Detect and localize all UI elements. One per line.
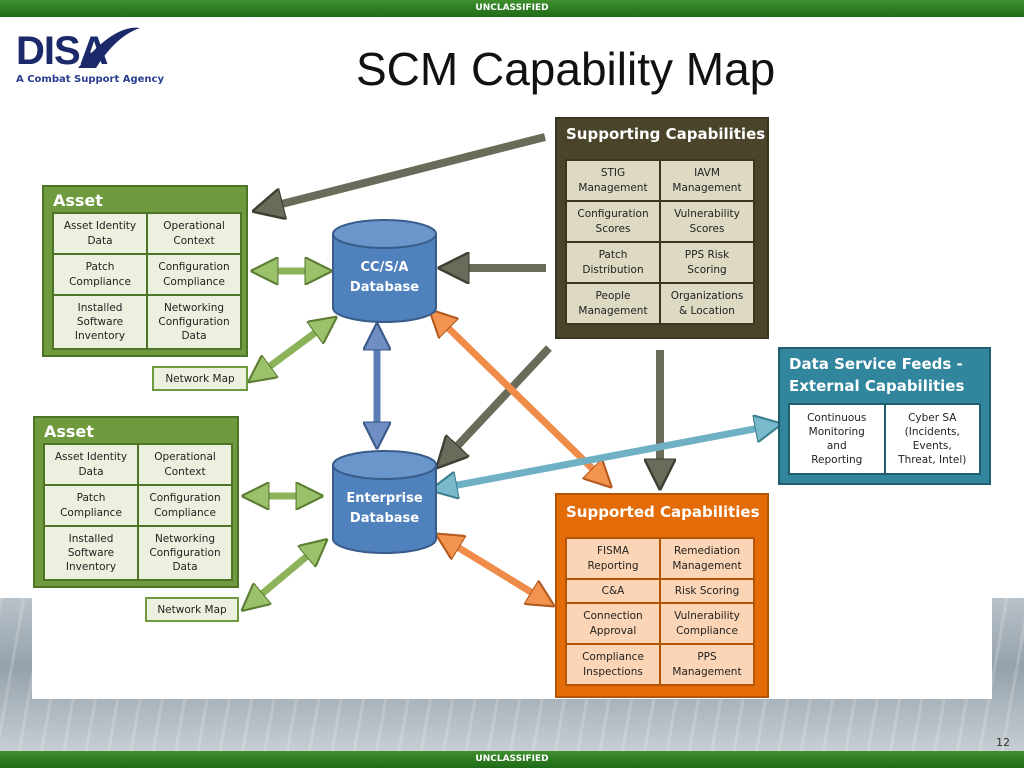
supported-cell-connection-approval: Connection Approval xyxy=(567,604,659,643)
asset-cell-configuration: Configuration Compliance xyxy=(139,486,231,525)
feeds-cell-continuous-monitoring: Continuous Monitoring and Reporting xyxy=(790,405,884,473)
supporting-cell-patch-distribution: Patch Distribution xyxy=(567,243,659,282)
data-service-feeds-panel: Data Service Feeds - External Capabiliti… xyxy=(778,347,991,485)
arrow-networkmap2-enterprise xyxy=(251,547,318,603)
asset-cell-patch: Patch Compliance xyxy=(45,486,137,525)
asset-cell-operational: Operational Context xyxy=(148,214,240,253)
asset-panel-1: Asset Asset Identity Data Operational Co… xyxy=(42,185,248,357)
supported-cell-risk-scoring: Risk Scoring xyxy=(661,580,753,602)
ccsa-database: CC/S/A Database xyxy=(331,218,438,324)
arrow-enterprise-feeds xyxy=(442,426,770,488)
classification-banner-top: UNCLASSIFIED xyxy=(0,0,1024,17)
asset-cell-software: Installed Software Inventory xyxy=(45,527,137,579)
supporting-capabilities-panel: Supporting Capabilities STIG Management … xyxy=(555,117,769,339)
supported-cell-pps-management: PPS Management xyxy=(661,645,753,684)
asset-panel-2: Asset Asset Identity Data Operational Co… xyxy=(33,416,239,588)
page-number: 12 xyxy=(996,736,1010,749)
supporting-cell-stig: STIG Management xyxy=(567,161,659,200)
network-map-box-1: Network Map xyxy=(152,366,248,391)
logo-swoosh xyxy=(78,27,140,68)
page-title: SCM Capability Map xyxy=(356,43,776,95)
supported-cell-ca: C&A xyxy=(567,580,659,602)
asset-cell-identity: Asset Identity Data xyxy=(54,214,146,253)
arrow-supporting-to-asset xyxy=(266,133,546,208)
asset-cell-software: Installed Software Inventory xyxy=(54,296,146,348)
data-service-feeds-title: Data Service Feeds - External Capabiliti… xyxy=(789,355,965,395)
disa-logo: DISA xyxy=(16,27,140,73)
asset-cell-identity: Asset Identity Data xyxy=(45,445,137,484)
asset-cell-operational: Operational Context xyxy=(139,445,231,484)
supporting-cell-pps-risk: PPS Risk Scoring xyxy=(661,243,753,282)
asset-cell-patch: Patch Compliance xyxy=(54,255,146,294)
arrow-networkmap1-ccsa xyxy=(258,324,327,375)
supported-cell-fisma: FISMA Reporting xyxy=(567,539,659,578)
enterprise-database-label: Enterprise Database xyxy=(346,491,423,526)
asset-cell-configuration: Configuration Compliance xyxy=(148,255,240,294)
supported-capabilities-title: Supported Capabilities xyxy=(566,503,760,521)
supported-cell-compliance-inspections: Compliance Inspections xyxy=(567,645,659,684)
enterprise-database: Enterprise Database xyxy=(331,449,438,555)
database-cylinder-icon xyxy=(332,450,437,554)
supported-cell-vuln-compliance: Vulnerability Compliance xyxy=(661,604,753,643)
arrow-enterprise-supported xyxy=(446,540,544,600)
asset-panel-title: Asset xyxy=(44,422,94,441)
supported-cell-remediation: Remediation Management xyxy=(661,539,753,578)
supporting-capabilities-title: Supporting Capabilities xyxy=(566,125,766,143)
arrow-supporting-to-enterprise xyxy=(446,345,552,458)
logo-tagline: A Combat Support Agency xyxy=(16,74,164,85)
supporting-cell-people: People Management xyxy=(567,284,659,323)
supporting-cell-vuln-scores: Vulnerability Scores xyxy=(661,202,753,241)
ccsa-database-label: CC/S/A Database xyxy=(349,260,420,295)
supported-capabilities-panel: Supported Capabilities FISMA Reporting R… xyxy=(555,493,769,698)
network-map-box-2: Network Map xyxy=(145,597,239,622)
asset-cell-networking: Networking Configuration Data xyxy=(148,296,240,348)
database-cylinder-icon xyxy=(332,219,437,323)
supporting-cell-iavm: IAVM Management xyxy=(661,161,753,200)
supporting-cell-config-scores: Configuration Scores xyxy=(567,202,659,241)
asset-cell-networking: Networking Configuration Data xyxy=(139,527,231,579)
classification-banner-bottom: UNCLASSIFIED xyxy=(0,751,1024,768)
feeds-cell-cyber-sa: Cyber SA (Incidents, Events, Threat, Int… xyxy=(885,405,979,473)
asset-panel-title: Asset xyxy=(53,191,103,210)
supporting-cell-organizations: Organizations & Location xyxy=(661,284,753,323)
arrow-ccsa-supported xyxy=(438,318,603,479)
